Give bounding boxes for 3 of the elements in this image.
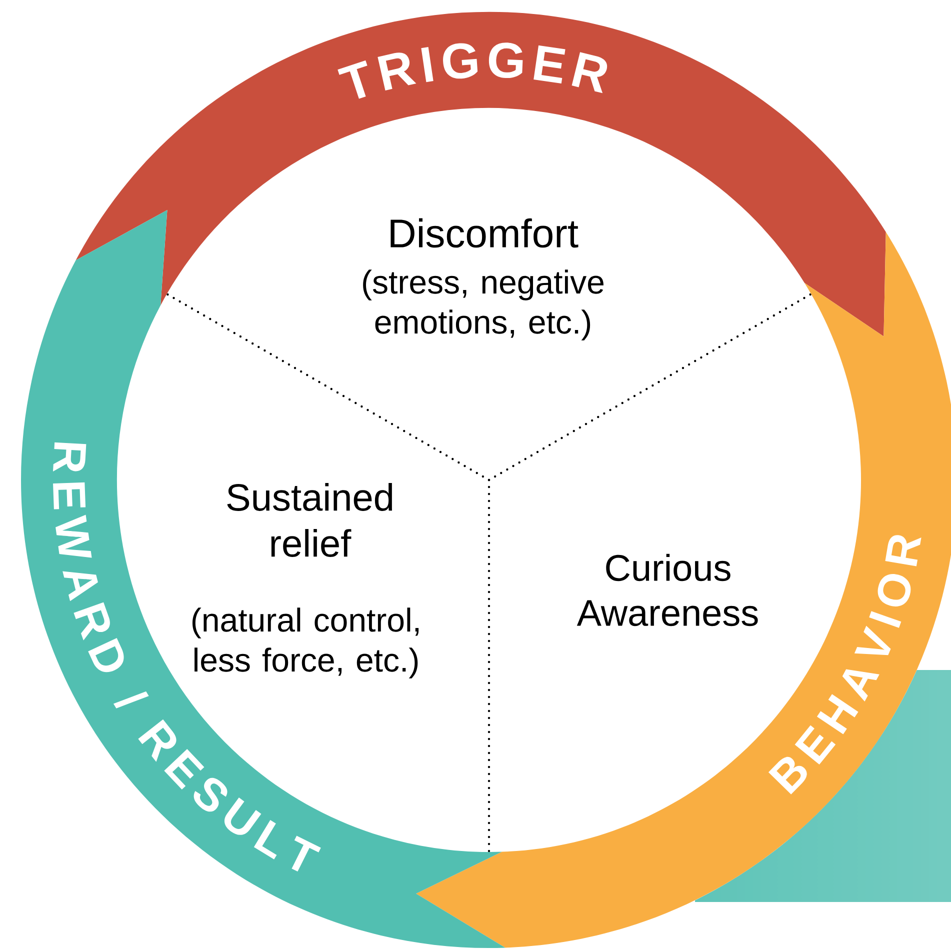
description-text: (natural control, less force, etc.) [192,608,419,678]
heading-text: Curious Awareness [576,554,758,626]
heading-text: Sustained relief [227,483,392,557]
